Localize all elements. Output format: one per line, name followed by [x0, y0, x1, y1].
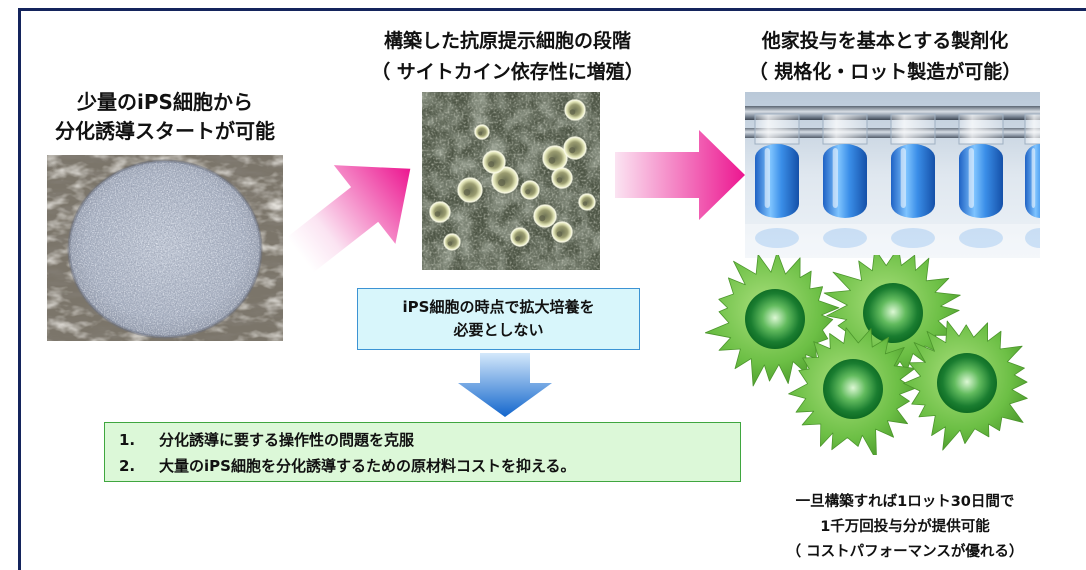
benefits-box: 1. 分化誘導に要する操作性の問題を克服 2. 大量のiPS細胞を分化誘導するた…	[104, 422, 741, 482]
slide-frame-top	[18, 8, 1086, 11]
microscopy-cell	[563, 136, 587, 160]
cell-illustration	[788, 327, 916, 455]
slide-frame-left	[18, 8, 21, 570]
right-title-line: 他家投与を基本とする製剤化	[761, 30, 1009, 52]
microscopy-cell	[533, 204, 557, 228]
benefit-text: 大量のiPS細胞を分化誘導するための原材料コストを抑える。	[159, 457, 576, 475]
result-arrow-down	[458, 353, 552, 417]
note-line: 1千万回投与分が提供可能	[820, 519, 990, 535]
left-caption-line: 少量のiPS細胞から	[77, 90, 253, 114]
cell-illustration	[823, 255, 961, 380]
benefit-number: 2.	[119, 457, 136, 475]
callout-line: 必要としない	[453, 321, 544, 339]
vial	[754, 113, 800, 248]
benefit-text: 分化誘導に要する操作性の問題を克服	[159, 431, 415, 449]
vial	[958, 113, 1004, 248]
antigen-presenting-cells-photo	[422, 92, 600, 270]
benefit-number: 1.	[119, 431, 136, 449]
microscopy-cell	[520, 180, 540, 200]
microscopy-cell	[542, 145, 568, 171]
callout-box: iPS細胞の時点で拡大培養を 必要としない	[357, 288, 640, 350]
benefit-item: 2. 大量のiPS細胞を分化誘導するための原材料コストを抑える。	[119, 453, 740, 479]
microscopy-cell	[474, 124, 490, 140]
center-title-line: （ サイトカイン依存性に増殖）	[371, 61, 644, 83]
right-title-line: （ 規格化・ロット製造が可能）	[748, 61, 1022, 83]
microscopy-cell	[564, 99, 586, 121]
left-caption-line: 分化誘導スタートが可能	[55, 119, 275, 143]
note-line: （ コストパフォーマンスが優れる）	[786, 544, 1024, 560]
benefit-item: 1. 分化誘導に要する操作性の問題を克服	[119, 427, 740, 453]
microscopy-cell	[578, 193, 596, 211]
cell-illustration	[705, 255, 840, 387]
cell-illustration	[903, 320, 1028, 451]
microscopy-cell	[457, 177, 483, 203]
progress-arrow-diagonal	[286, 165, 411, 273]
microscopy-cell	[443, 233, 461, 251]
microscopy-cell	[551, 221, 573, 243]
dendritic-cells-illustration	[705, 255, 1028, 455]
center-title-line: 構築した抗原提示細胞の段階	[383, 30, 631, 52]
note-line: 一旦構築すれば1ロット30日間で	[795, 494, 1015, 510]
microscopy-cell	[482, 150, 506, 174]
vial	[1024, 113, 1040, 248]
microscopy-cell	[551, 167, 573, 189]
center-title: 構築した抗原提示細胞の段階 （ サイトカイン依存性に増殖）	[335, 26, 680, 88]
right-title: 他家投与を基本とする製剤化 （ 規格化・ロット製造が可能）	[705, 26, 1065, 88]
vial	[890, 113, 936, 248]
left-caption: 少量のiPS細胞から 分化誘導スタートが可能	[30, 88, 300, 146]
production-note: 一旦構築すれば1ロット30日間で 1千万回投与分が提供可能 （ コストパフォーマ…	[755, 490, 1055, 565]
microscopy-cell	[429, 201, 451, 223]
microscopy-cell	[510, 227, 530, 247]
callout-line: iPS細胞の時点で拡大培養を	[402, 298, 595, 316]
microscopy-cell	[491, 166, 519, 194]
progress-arrow-horizontal	[615, 130, 745, 220]
ips-colony-photo	[47, 155, 283, 341]
vial	[822, 113, 868, 248]
vial-production-photo	[745, 92, 1040, 258]
